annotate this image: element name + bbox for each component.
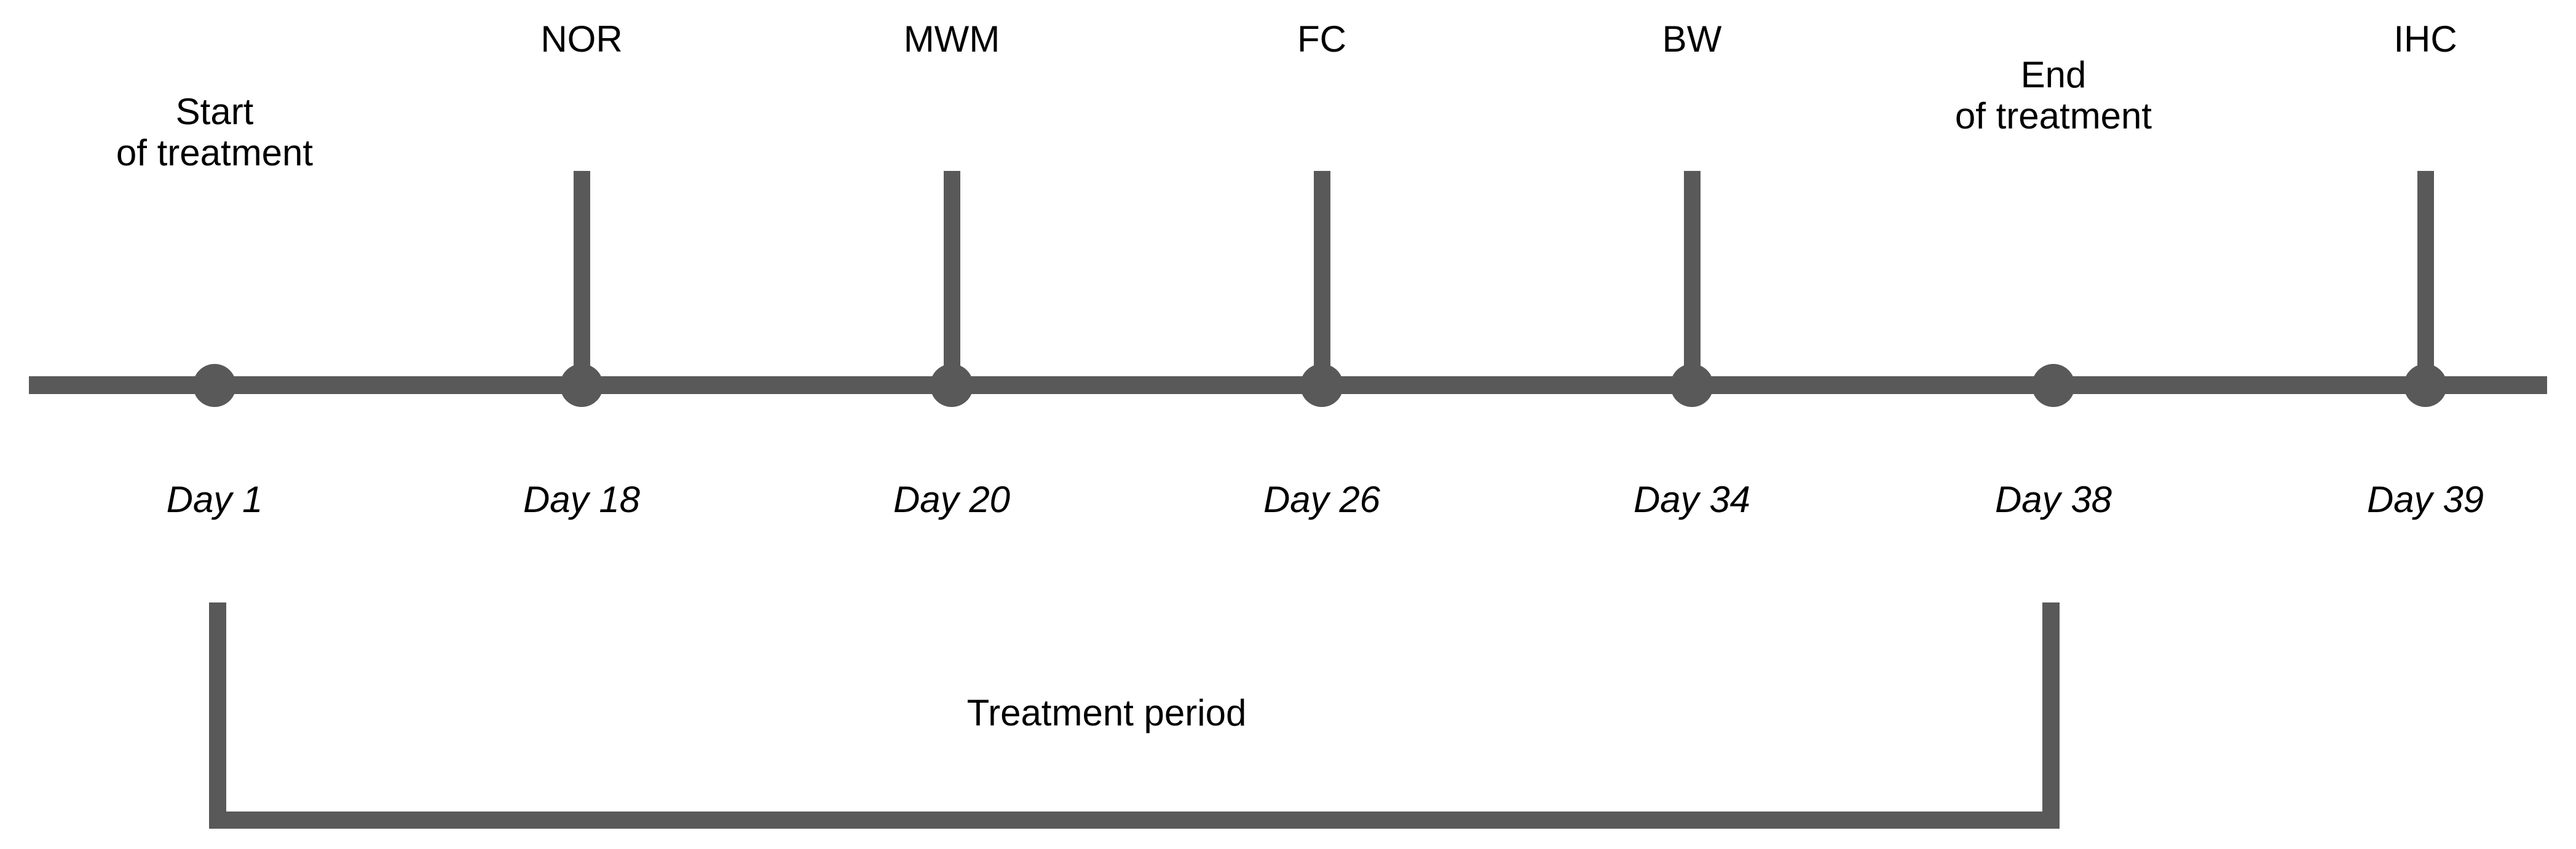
event-stem-ihc (2417, 171, 2434, 385)
event-caption-start-of-treatment: Start of treatment (116, 91, 313, 173)
event-label-bw: BW (1662, 18, 1722, 60)
day-label-end-of-treatment: Day 38 (1994, 479, 2112, 520)
event-stem-fc (1313, 171, 1330, 385)
event-stem-mwm (943, 171, 960, 385)
event-dot-mwm[interactable] (930, 364, 973, 407)
treatment-bracket-base (209, 811, 2060, 829)
treatment-period-label: Treatment period (966, 692, 1247, 733)
event-label-fc: FC (1297, 18, 1346, 60)
event-label-mwm: MWM (903, 18, 1000, 60)
day-label-start-of-treatment: Day 1 (166, 479, 263, 520)
event-caption-end-of-treatment: End of treatment (1955, 54, 2152, 136)
event-dot-fc[interactable] (1300, 364, 1343, 407)
event-label-ihc: IHC (2393, 18, 2457, 60)
event-label-nor: NOR (540, 18, 623, 60)
event-stem-bw (1683, 171, 1701, 385)
day-label-fc: Day 26 (1263, 479, 1381, 520)
event-dot-ihc[interactable] (2404, 364, 2447, 407)
caption-line-1: Start (175, 91, 254, 132)
event-stem-nor (573, 171, 590, 385)
caption-line-1: End (2020, 54, 2087, 95)
event-dot-nor[interactable] (560, 364, 603, 407)
caption-line-2: of treatment (116, 132, 314, 174)
day-label-ihc: Day 39 (2366, 479, 2484, 520)
event-dot-bw[interactable] (1670, 364, 1713, 407)
day-label-mwm: Day 20 (893, 479, 1011, 520)
timeline-axis (29, 376, 2547, 394)
event-dot-start-of-treatment[interactable] (193, 364, 236, 407)
treatment-bracket-left-arm (209, 602, 226, 829)
treatment-bracket-right-arm (2042, 602, 2060, 829)
day-label-nor: Day 18 (523, 479, 641, 520)
day-label-bw: Day 34 (1633, 479, 1751, 520)
event-dot-end-of-treatment[interactable] (2032, 364, 2075, 407)
caption-line-2: of treatment (1954, 95, 2152, 137)
